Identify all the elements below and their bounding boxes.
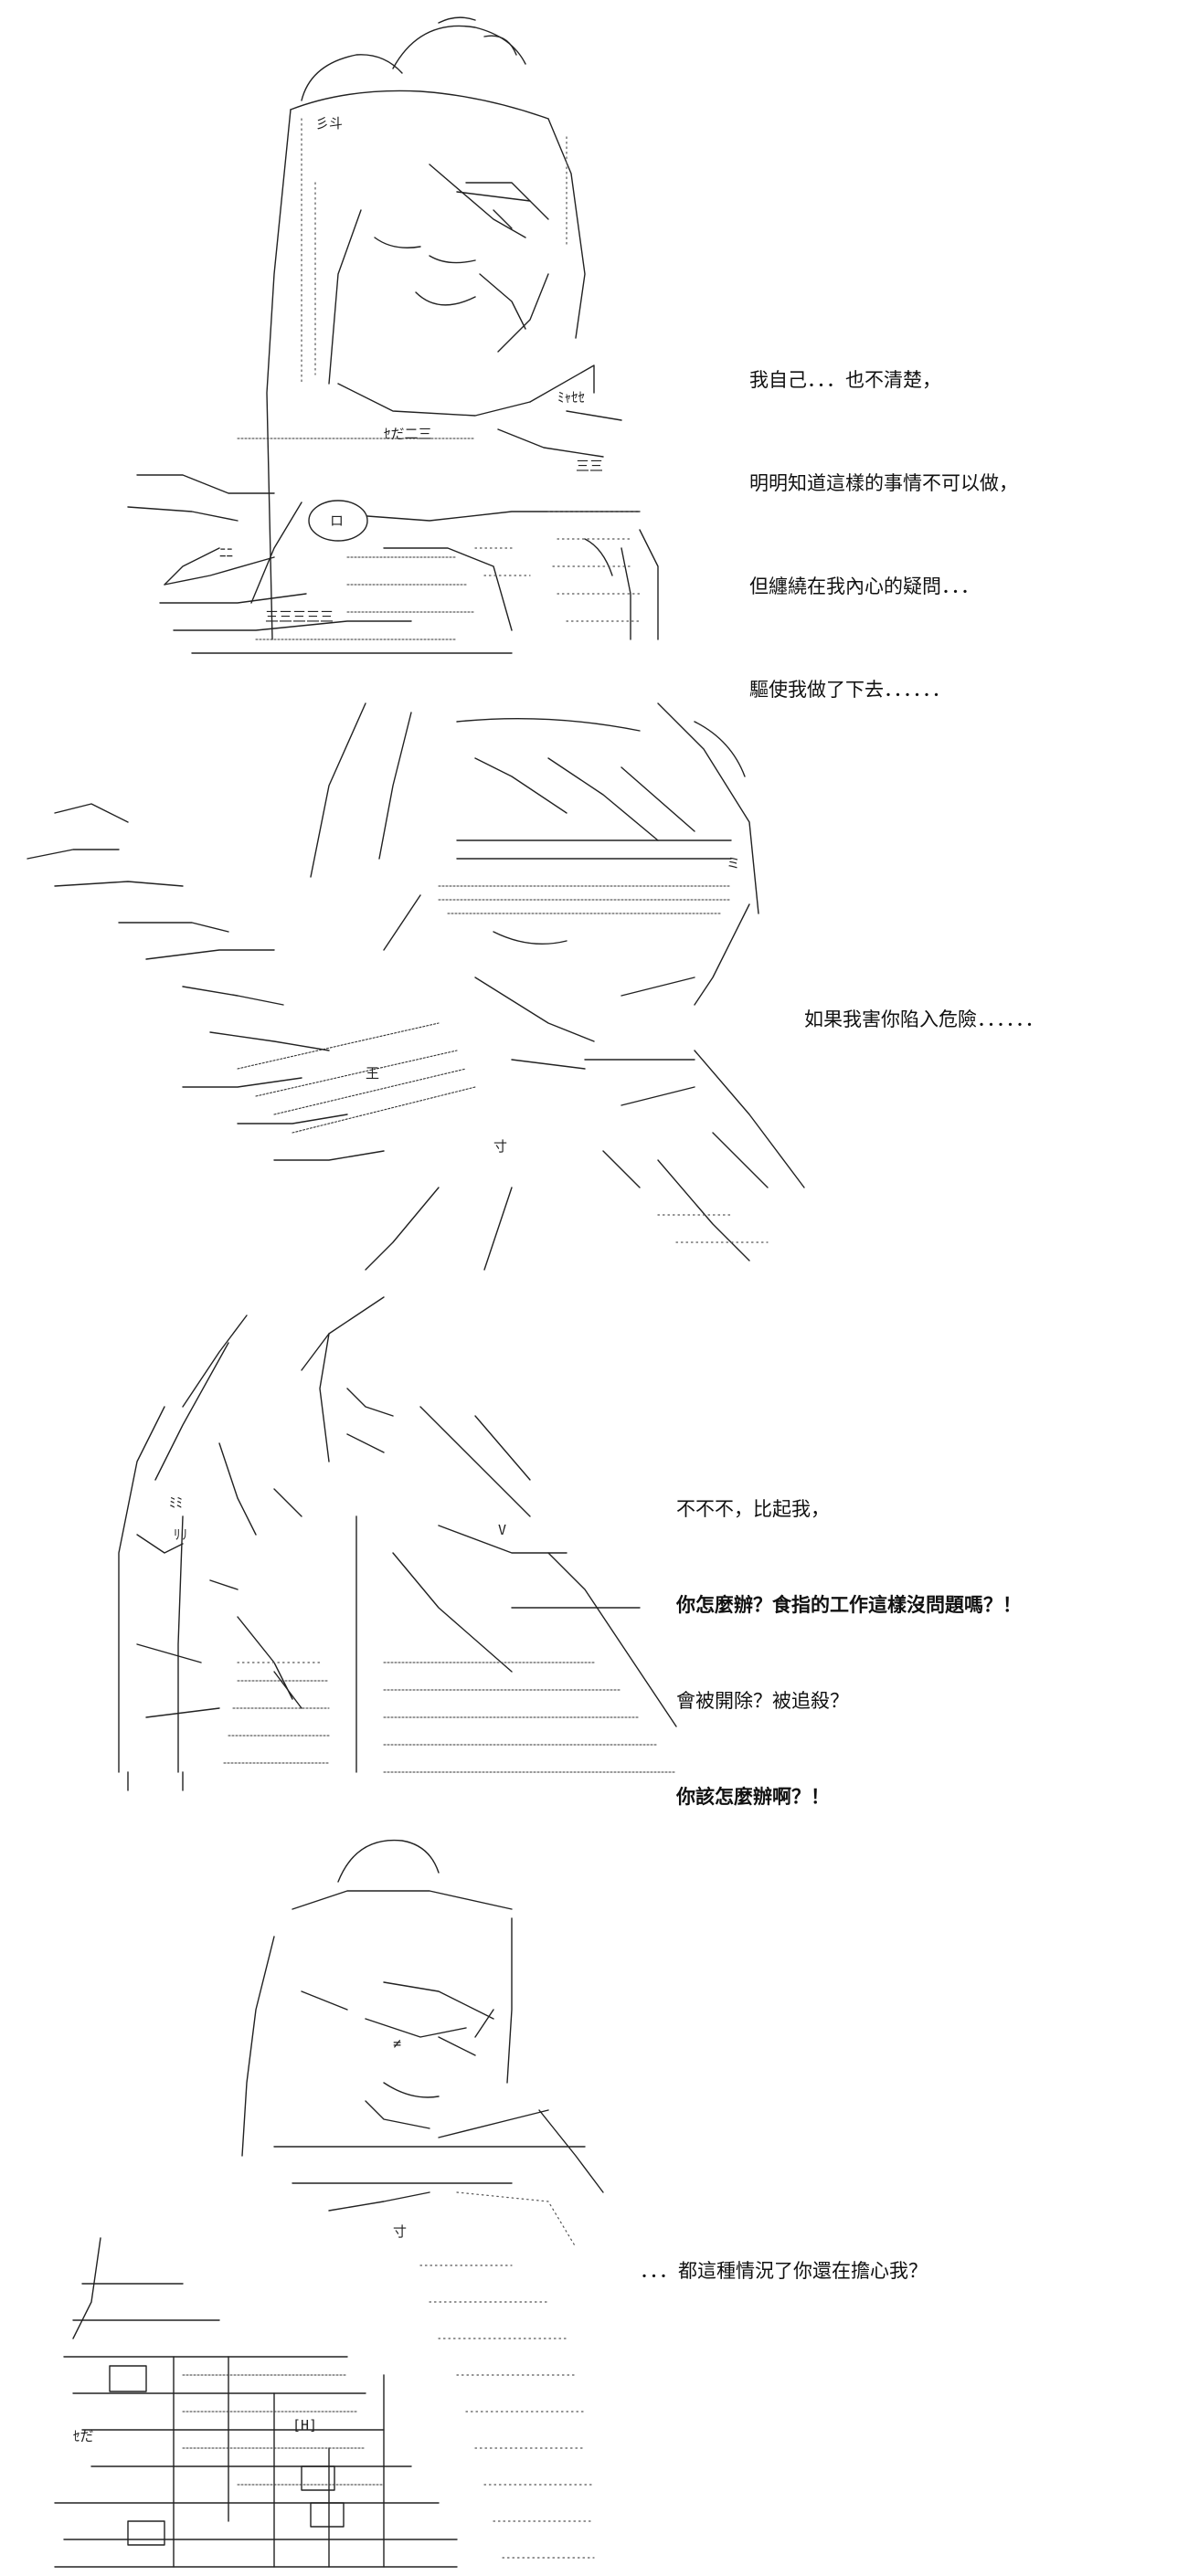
dialogue-line: ．．．都這種情況了你還在擔心我？ (640, 2260, 928, 2282)
dialogue-line: 你怎麼辦？食指的工作這樣沒問題嗎？！ (676, 1594, 1022, 1616)
art-label-face-2: ﾘﾘ (174, 1526, 187, 1543)
dialogue-line: 你該怎麼辦啊？！ (676, 1786, 830, 1808)
dialogue-box: ．．．都這種情況了你還在擔心我？ (640, 2192, 928, 2350)
art-label-pipe-1: ｾだ (73, 2428, 94, 2444)
art-label-arm-1: ﾆﾆ (219, 544, 233, 561)
art-label-figure: V (498, 1522, 506, 1538)
art-label-face-1: ﾐﾐ (169, 1494, 183, 1511)
art-label-face-2: ｾだ二三 (384, 426, 432, 442)
dialogue-box: 如果我害你陷入危險．．．．．． (804, 941, 1045, 1099)
panel-4: 寸 ｾだ [H] ≠ ．．．都這種情況了你還在擔心我？ (0, 1809, 1188, 2576)
dialogue-line: 明明知道這樣的事情不可以做， (749, 472, 1018, 494)
ascii-art-girl-with-pipes: 寸 ｾだ [H] ≠ (54, 1839, 604, 2568)
art-label-sleeve: 王 (366, 1065, 379, 1082)
panel-2: 王 寸 ミ 如果我害你陷入危險．．．．．． (0, 676, 1188, 1279)
ascii-art-girl-holding-hand: 王 寸 ミ (27, 702, 805, 1271)
ascii-art-two-characters: ﾐﾐ ﾘﾘ V (118, 1296, 677, 1791)
panel-1: 彡斗 ﾐｬｾｾ ｾだ二三 三三 ロ ﾆﾆ 三三三三三 我自己．．．也不清楚， 明… (0, 0, 1188, 701)
art-label-face-1: ﾐｬｾｾ (557, 389, 585, 406)
dialogue-box: 不不不，比起我， 你怎麼辦？食指的工作這樣沒問題嗎？！ 會被開除？被追殺？ 你該… (676, 1434, 1022, 1873)
art-label-cuff: 寸 (493, 1138, 507, 1155)
dialogue-box: 我自己．．．也不清楚， 明明知道這樣的事情不可以做， 但纏繞在我內心的疑問．．．… (749, 301, 1018, 769)
art-label-face: ≠ (393, 2035, 401, 2052)
art-label-face-3: 三三 (576, 458, 603, 474)
panel-3: ﾐﾐ ﾘﾘ V 不不不，比起我， 你怎麼辦？食指的工作這樣沒問題嗎？！ 會被開除… (0, 1279, 1188, 1809)
art-label-arm-2: 三三三三三 (265, 608, 334, 625)
dialogue-line: 但纏繞在我內心的疑問．．． (749, 575, 980, 597)
dialogue-line: 會被開除？被追殺？ (676, 1690, 849, 1712)
dialogue-line: 我自己．．．也不清楚， (749, 369, 941, 391)
art-label-body: 寸 (393, 2223, 407, 2240)
dialogue-line: 如果我害你陷入危險．．．．．． (804, 1008, 1045, 1030)
art-label-hair: 彡斗 (315, 115, 343, 132)
ascii-art-girl-rubbing-chin: 彡斗 ﾐｬｾｾ ｾだ二三 三三 ロ ﾆﾆ 三三三三三 (127, 16, 659, 654)
art-label-hair: ミ (727, 855, 740, 871)
dialogue-line: 驅使我做了下去．．．．．． (749, 679, 951, 701)
art-label-hand: ロ (330, 512, 344, 529)
art-label-pipe-2: [H] (292, 2417, 317, 2433)
dialogue-line: 不不不，比起我， (676, 1498, 830, 1520)
